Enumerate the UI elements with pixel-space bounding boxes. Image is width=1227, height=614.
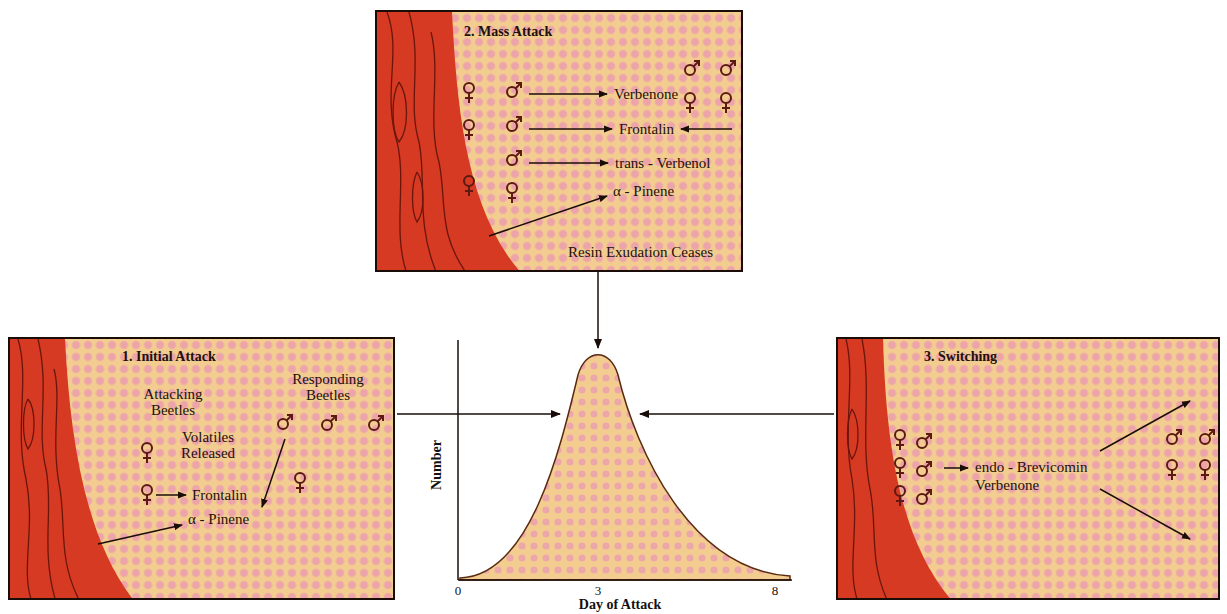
male-symbol <box>507 151 521 165</box>
female-symbol <box>721 93 731 113</box>
chemical-label: Resin Exudation Ceases <box>568 244 713 260</box>
male-symbol <box>685 61 699 75</box>
flow-arrow <box>1100 489 1190 539</box>
chemical-label: Frontalin <box>192 487 247 503</box>
female-symbol <box>142 443 152 463</box>
stage-panel: 1. Initial AttackAttacking Beetles Respon… <box>8 337 395 600</box>
chemical-label: α - Pinene <box>613 183 674 199</box>
flow-arrow <box>529 162 608 164</box>
chemical-label: α - Pinene <box>188 511 249 527</box>
flow-arrow <box>489 196 607 236</box>
male-symbol <box>322 416 336 430</box>
flow-arrow <box>529 93 607 95</box>
bark-illustration <box>377 12 741 270</box>
male-symbol <box>369 416 383 430</box>
chemical-label: Attacking Beetles <box>137 386 209 418</box>
wood-grain <box>393 82 407 142</box>
wood-grain <box>38 339 56 598</box>
male-symbol <box>507 83 521 97</box>
flow-arrow <box>262 439 285 507</box>
stage-panel: 3. Switching endo - BrevicominVerbenone <box>836 337 1220 600</box>
chemical-label: Volatiles Released <box>173 429 243 461</box>
female-symbol <box>1200 460 1210 480</box>
wood-grain <box>862 339 888 598</box>
flow-arrow <box>944 467 968 469</box>
male-symbol <box>917 462 931 476</box>
flow-arrow <box>98 525 182 544</box>
female-symbol <box>464 120 474 140</box>
pointer-arrow <box>397 413 560 415</box>
female-symbol <box>685 93 695 113</box>
wood-grain <box>413 172 424 222</box>
female-symbol <box>1167 460 1177 480</box>
wood-grain <box>54 369 80 598</box>
axis-title: Number <box>430 440 444 490</box>
tree-bark <box>10 339 135 598</box>
wood-grain <box>24 399 35 449</box>
chemical-label: endo - Brevicomin <box>975 459 1087 475</box>
flow-arrow <box>1100 401 1190 451</box>
panel-title: 1. Initial Attack <box>122 349 216 365</box>
wood-grain <box>848 409 859 459</box>
male-symbol <box>721 61 735 75</box>
panel-title: 2. Mass Attack <box>464 24 552 40</box>
wood-grain <box>409 12 437 270</box>
chemical-label: trans - Verbenol <box>615 155 711 171</box>
tick-label: 3 <box>595 584 602 597</box>
axis-title: Day of Attack <box>579 598 661 612</box>
flow-arrow <box>529 128 612 130</box>
male-symbol <box>1167 430 1181 444</box>
panel-title: 3. Switching <box>924 349 997 365</box>
chemical-label: Verbenone <box>614 86 678 102</box>
female-symbol <box>507 183 517 203</box>
flow-arrow <box>156 494 186 496</box>
pointer-arrow <box>640 413 834 415</box>
tree-bark <box>838 339 953 598</box>
female-symbol <box>295 473 305 493</box>
female-symbol <box>895 458 905 478</box>
flow-arrow <box>681 128 732 130</box>
pointer-arrow <box>597 272 599 348</box>
y-axis <box>457 340 459 580</box>
chemical-label: Responding Beetles <box>283 371 373 403</box>
tick-label: 0 <box>455 584 462 597</box>
wood-grain <box>387 12 407 270</box>
male-symbol <box>917 490 931 504</box>
female-symbol <box>464 176 474 196</box>
tick-label: 8 <box>772 584 779 597</box>
wood-grain <box>846 339 858 598</box>
male-symbol <box>507 117 521 131</box>
male-symbol <box>1200 430 1214 444</box>
stage-panel: 2. Mass AttackVerbenoneFrontalin trans - … <box>375 10 743 272</box>
wood-grain <box>18 339 32 598</box>
tree-bark <box>377 12 522 270</box>
female-symbol <box>142 485 152 505</box>
female-symbol <box>464 83 474 103</box>
chemical-label: Verbenone <box>975 477 1039 493</box>
male-symbol <box>917 434 931 448</box>
female-symbol <box>895 486 905 506</box>
male-symbol <box>278 415 292 429</box>
female-symbol <box>895 430 905 450</box>
wood-grain <box>431 32 467 270</box>
x-axis <box>458 579 792 581</box>
bell-curve <box>460 355 790 580</box>
chemical-label: Frontalin <box>619 121 674 137</box>
